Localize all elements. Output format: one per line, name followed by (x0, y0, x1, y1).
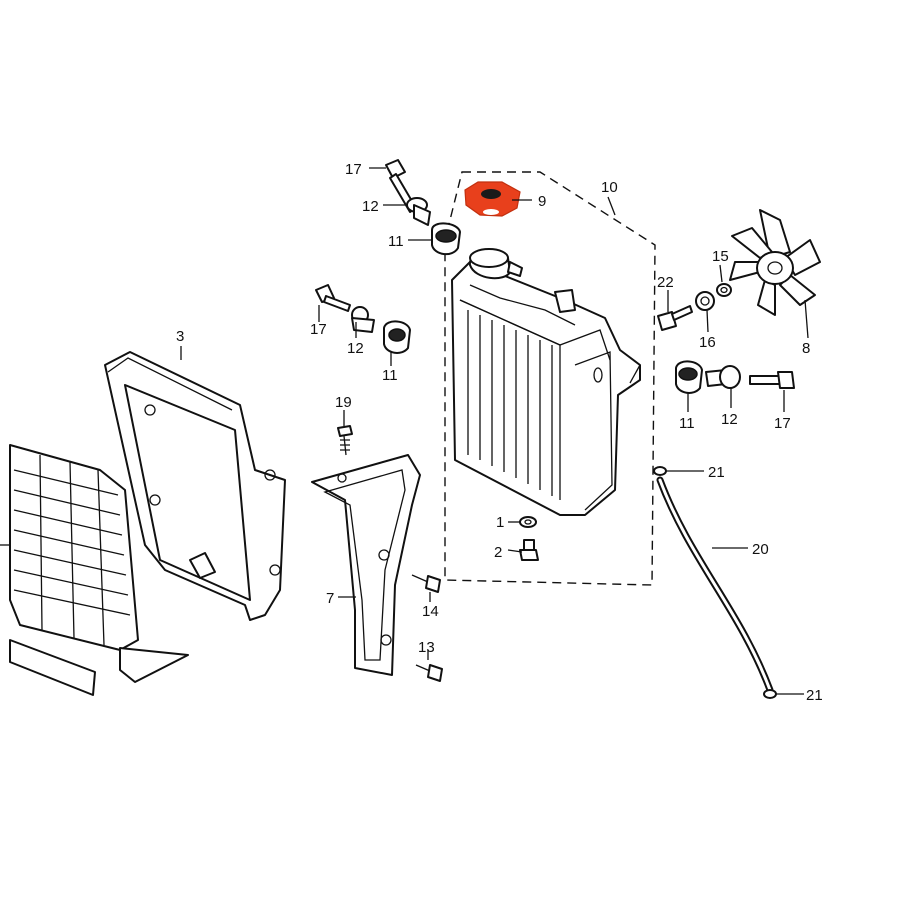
callout-17-right: 17 (774, 415, 791, 432)
callout-21-lower: 21 (806, 687, 823, 704)
bolt-17-mid (315, 284, 351, 312)
callout-20: 20 (752, 541, 769, 558)
bolt-19 (337, 425, 353, 456)
radiator-cap-shape (464, 181, 521, 217)
bolt-14 (411, 574, 441, 593)
radiator-bracket (311, 454, 421, 676)
callout-17-mid: 17 (310, 321, 327, 338)
callout-8: 8 (802, 340, 810, 357)
collar-12-right (705, 365, 741, 389)
callout-13: 13 (418, 639, 435, 656)
radiator-cap (464, 181, 521, 217)
radiator-core (451, 248, 641, 516)
grommet-11-mid (383, 320, 411, 354)
radiator-frame (104, 351, 286, 621)
drain-bolt-2 (519, 539, 539, 561)
callout-19: 19 (335, 394, 352, 411)
leader-lines (180, 167, 809, 695)
washer-16 (695, 291, 715, 311)
clip-21-upper (653, 466, 667, 476)
callout-10: 10 (601, 179, 618, 196)
callout-12-right: 12 (721, 411, 738, 428)
callout-17-upper: 17 (345, 161, 362, 178)
bolt-22 (657, 305, 693, 331)
clip-21-lower (763, 689, 777, 699)
callout-16: 16 (699, 334, 716, 351)
callout-11-right: 11 (679, 415, 695, 432)
callout-1: 1 (496, 514, 504, 531)
collar-12-mid (351, 306, 375, 333)
callout-9: 9 (538, 193, 546, 210)
front-grille (0, 444, 189, 696)
callout-22: 22 (657, 274, 674, 291)
callout-21-upper: 21 (708, 464, 725, 481)
callout-11-mid: 11 (382, 367, 398, 384)
callout-14: 14 (422, 603, 439, 620)
collar-12-upper (406, 197, 431, 226)
washer-1 (519, 516, 537, 528)
washer-15 (716, 283, 732, 297)
bolt-13 (415, 664, 443, 682)
cooling-fan (729, 209, 821, 316)
callout-12-upper: 12 (362, 198, 379, 215)
callout-2: 2 (494, 544, 502, 561)
callout-15: 15 (712, 248, 729, 265)
callout-7: 7 (326, 590, 334, 607)
callout-3: 3 (176, 328, 184, 345)
overflow-hose (656, 476, 774, 694)
grommet-11-right (675, 360, 703, 394)
callout-labels: 17 12 11 9 10 17 12 11 3 22 15 16 8 11 1… (176, 161, 823, 704)
bolt-17-right (749, 371, 795, 389)
callout-12-mid: 12 (347, 340, 364, 357)
grommet-11-upper (431, 222, 461, 256)
callout-11-upper: 11 (388, 233, 404, 250)
